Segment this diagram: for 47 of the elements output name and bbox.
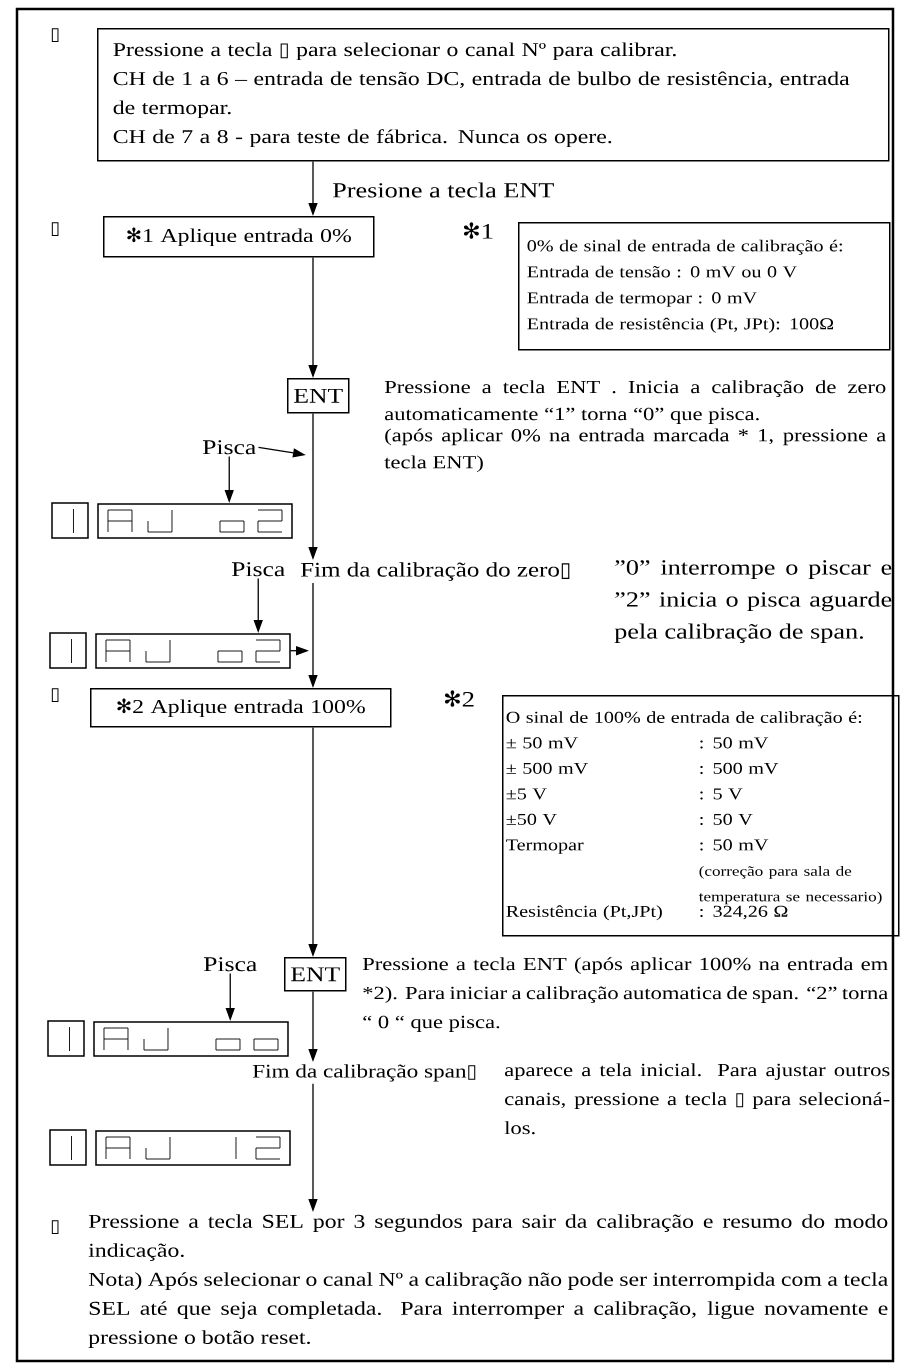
- node-label: : 50 V: [700, 813, 753, 826]
- description-text: ”0” interrompe o piscar e ”2” inicia o pisca aguarde pela calibração de span.: [614, 560, 892, 644]
- step-box: ✻1 Aplique entrada 0%: [103, 216, 375, 258]
- node-label: O sinal de 100% de entrada de calibração é:: [506, 711, 862, 727]
- node-label: Entrada de termopar : 0 mV: [527, 291, 757, 307]
- node-label: : 50 mV: [700, 839, 769, 851]
- description-text: Pressione a tecla ENT (após aplicar 100% na entrada em *2). Para iniciar a calibração automatica de span. “2” torna “ 0 “ que pisca.: [362, 957, 888, 1032]
- node-label: Entrada de tensão : 0 mV ou 0 V: [527, 265, 797, 278]
- note-marker: ✻1: [464, 222, 493, 239]
- node-label: Resistência (Pt,JPt): [506, 905, 662, 921]
- status-text: Fim da calibração do zero▯: [300, 562, 570, 581]
- note-table-box: O sinal de 100% de entrada de calibração é: ± 50 mV : 50 mV ± 500 mV : 500 mV ±5 V : 5 V ±50 V : 50 V Termopar : 50 mV (correção para sala de temperatura se necessario) Resistência (Pt,JPt) : 324,26 Ω: [502, 695, 900, 937]
- key-box: ENT: [284, 957, 347, 992]
- description-text: (após aplicar 0% na entrada marcada * 1, pressione a tecla ENT): [384, 428, 886, 473]
- node-label: Entrada de resistência (Pt, JPt): 100Ω: [527, 317, 834, 333]
- step-marker: ▯: [51, 28, 59, 42]
- node-label: ± 50 mV: [506, 737, 578, 749]
- note-marker: ✻2: [445, 690, 474, 707]
- description-text: Pressione a tecla ENT . Inicia a calibração de zero automaticamente “1” torna “0” que pisca.: [384, 380, 886, 424]
- node-label: ± 500 mV: [506, 762, 588, 775]
- status-text: Pisca: [203, 957, 257, 972]
- node-label: ±5 V: [506, 788, 547, 800]
- status-text: Pisca: [231, 562, 285, 577]
- node-label: 0% de sinal de entrada de calibração é:: [527, 239, 842, 255]
- node-label: (correção para sala de temperatura se necessario): [698, 866, 882, 905]
- node-label: : 324,26 Ω: [700, 905, 788, 920]
- status-text: Fim da calibração span▯: [252, 1064, 476, 1082]
- edge-label: Presione a tecla ENT: [330, 180, 557, 200]
- node-label: : 5 V: [700, 788, 743, 800]
- display-drawing: [51, 502, 293, 539]
- display-drawing: [49, 1129, 291, 1166]
- node-label: ±50 V: [506, 813, 557, 826]
- step-box: ✻2 Aplique entrada 100%: [90, 688, 392, 728]
- note-box: 0% de sinal de entrada de calibração é: Entrada de tensão : 0 mV ou 0 V Entrada de termopar : 0 mV Entrada de resistência (Pt, JPt): 100Ω: [518, 222, 891, 351]
- step-marker: ▯: [51, 688, 59, 702]
- status-text: Pisca: [202, 440, 256, 455]
- key-box: ENT: [287, 378, 350, 414]
- instruction-text: Pressione a tecla SEL por 3 segundos para sair da calibração e resumo do modo indicação. Nota) Após selecionar o canal Nº a calibração não pode ser interrompida com a tecla SEL até que seja completada. Para interromper a calibração, ligue novamente e pressione o botão reset.: [88, 1214, 888, 1348]
- display-drawing: [47, 1020, 289, 1057]
- node-label: : 500 mV: [700, 762, 779, 775]
- description-text: aparece a tela inicial. Para ajustar outros canais, pressione a tecla ▯ para selecioná-los.: [504, 1063, 890, 1135]
- step-marker: ▯: [51, 222, 59, 236]
- node-label: : 50 mV: [700, 737, 769, 749]
- step-marker: ▯: [51, 1220, 59, 1234]
- node-label: Termopar: [506, 839, 584, 854]
- display-drawing: [49, 632, 291, 669]
- instruction-box: Pressione a tecla ▯ para selecionar o canal Nº para calibrar. CH de 1 a 6 – entrada de tensão DC, entrada de bulbo de resistência, entrada de termopar. CH de 7 a 8 - para teste de fábrica. Nunca os opere.: [97, 28, 890, 162]
